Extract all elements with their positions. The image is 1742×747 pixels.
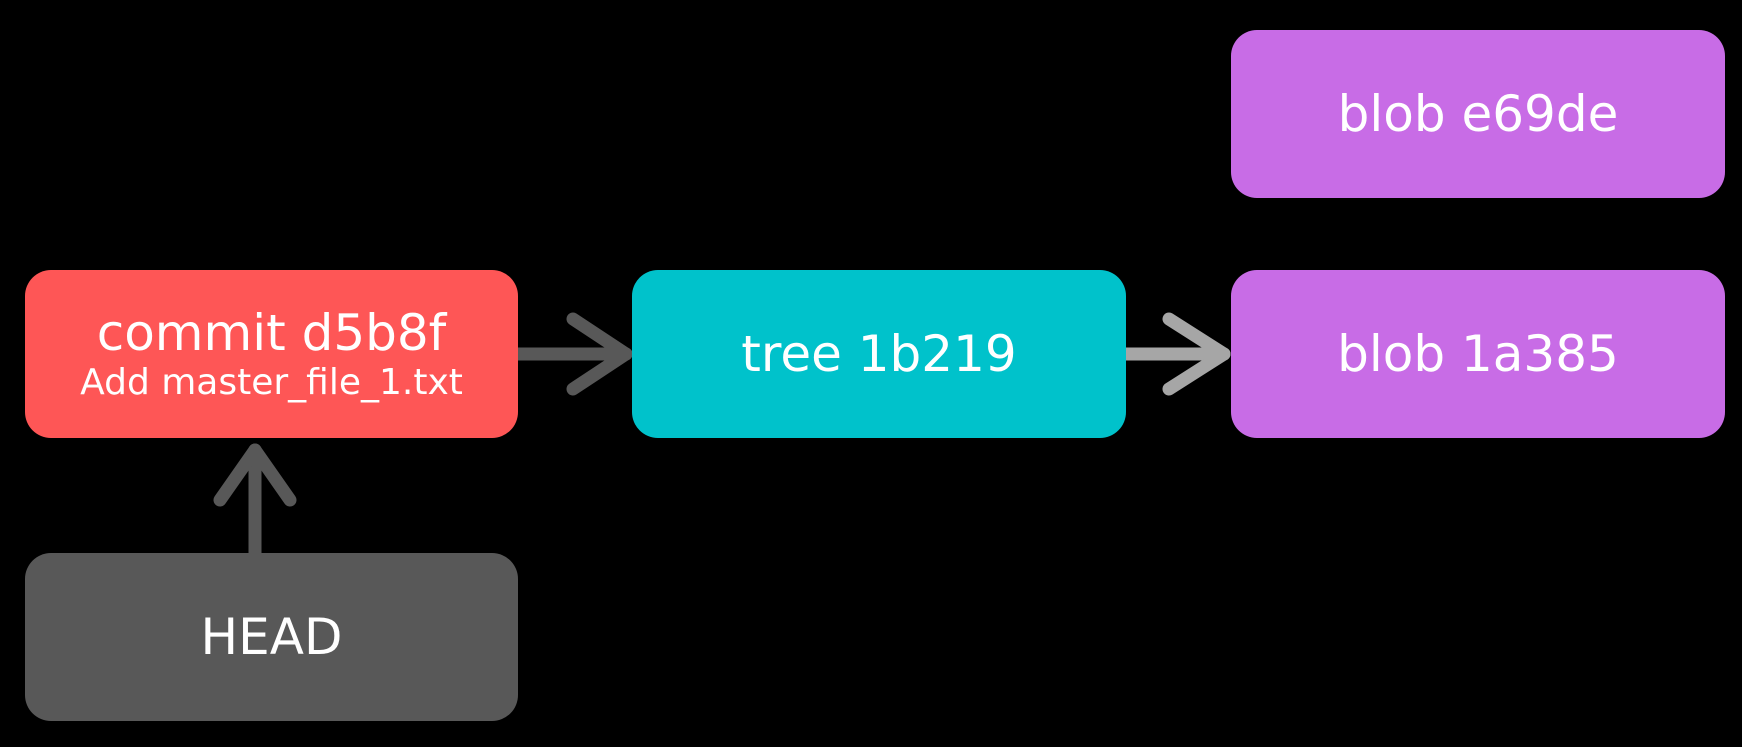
commit-title: commit d5b8f <box>96 303 447 362</box>
tree-title: tree 1b219 <box>741 324 1017 383</box>
blob-node-e69de: blob e69de <box>1231 30 1725 198</box>
commit-message: Add master_file_1.txt <box>80 361 463 403</box>
blob-title: blob 1a385 <box>1337 324 1619 383</box>
arrow-head-to-commit <box>213 443 297 560</box>
arrow-commit-to-tree <box>511 312 633 396</box>
blob-title: blob e69de <box>1337 84 1619 143</box>
tree-node: tree 1b219 <box>632 270 1126 438</box>
blob-node-1a385: blob 1a385 <box>1231 270 1725 438</box>
head-node: HEAD <box>25 553 518 721</box>
commit-node: commit d5b8f Add master_file_1.txt <box>25 270 518 438</box>
head-title: HEAD <box>200 607 343 666</box>
arrow-tree-to-blob <box>1119 312 1231 396</box>
